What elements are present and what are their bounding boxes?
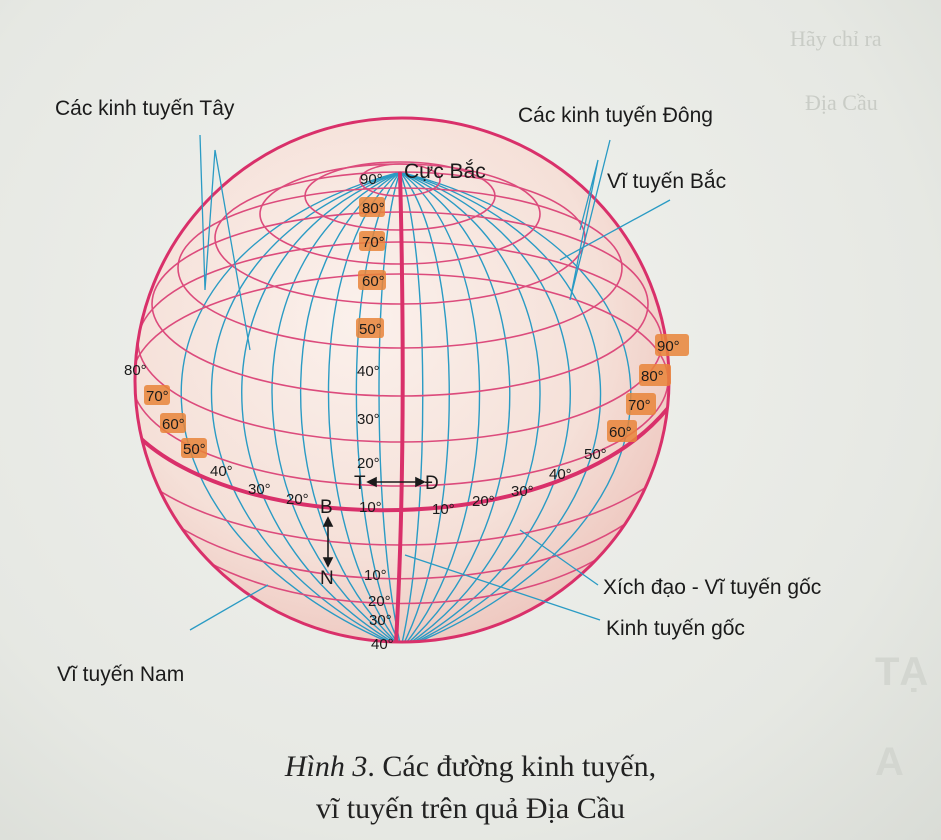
lon-east-30: 30° xyxy=(511,483,534,500)
label-north-parallel: Vĩ tuyến Bắc xyxy=(607,170,726,193)
figure-caption-line1: Hình 3. Các đường kinh tuyến, xyxy=(0,750,941,784)
label-south-parallel: Vĩ tuyến Nam xyxy=(57,663,184,686)
direction-arrows xyxy=(322,476,426,568)
direction-north: B xyxy=(320,497,333,518)
degree-highlights xyxy=(144,197,689,458)
lon-east-50: 50° xyxy=(584,446,607,463)
lon-east-20: 20° xyxy=(472,493,495,510)
lon-west-50: 50° xyxy=(183,441,206,458)
label-east-meridians: Các kinh tuyến Đông xyxy=(518,104,713,127)
lat-north-30: 30° xyxy=(357,411,380,428)
caption-text-2: vĩ tuyến trên quả Địa Cầu xyxy=(315,792,626,825)
background-bleed-heading: A xyxy=(875,740,904,784)
lat-north-50: 50° xyxy=(359,321,382,338)
direction-west: T xyxy=(354,473,366,494)
lon-west-30: 30° xyxy=(248,481,271,498)
lon-west-70: 70° xyxy=(146,388,169,405)
figure-number: Hình 3 xyxy=(284,750,368,783)
lat-north-40: 40° xyxy=(357,363,380,380)
lat-south-10: 10° xyxy=(364,567,387,584)
direction-south: N xyxy=(320,568,334,589)
leader-lines xyxy=(189,134,671,631)
lat-north-60: 60° xyxy=(362,273,385,290)
lat-north-10: 10° xyxy=(359,499,382,516)
lon-east-10: 10° xyxy=(432,501,455,518)
figure-caption-line2: vĩ tuyến trên quả Địa Cầu xyxy=(0,792,941,826)
lat-south-30: 30° xyxy=(369,612,392,629)
background-bleed-text: Địa Cầu xyxy=(805,90,878,115)
background-bleed-heading: TẠ xyxy=(875,650,929,694)
label-prime-meridian: Kinh tuyến gốc xyxy=(606,617,745,640)
label-equator: Xích đạo - Vĩ tuyến gốc xyxy=(603,576,821,599)
background-bleed-text: Hãy chỉ ra xyxy=(790,26,882,51)
lat-north-70: 70° xyxy=(362,234,385,251)
prime-meridian-line xyxy=(394,171,405,642)
lon-east-60: 60° xyxy=(609,424,632,441)
lat-north-80: 80° xyxy=(362,200,385,217)
lon-east-40: 40° xyxy=(549,466,572,483)
label-north-pole: Cực Bắc xyxy=(404,160,486,183)
lon-west-80: 80° xyxy=(124,362,147,379)
lon-west-40: 40° xyxy=(210,463,233,480)
lat-south-40: 40° xyxy=(371,636,394,653)
lon-west-20: 20° xyxy=(286,491,309,508)
lat-north-90: 90° xyxy=(360,171,383,188)
lat-north-20: 20° xyxy=(357,455,380,472)
lon-east-90: 90° xyxy=(657,338,680,355)
lat-south-20: 20° xyxy=(368,593,391,610)
lon-east-70: 70° xyxy=(628,397,651,414)
lon-west-60: 60° xyxy=(162,416,185,433)
direction-east: Đ xyxy=(425,473,439,494)
caption-text-1: . Các đường kinh tuyến, xyxy=(367,750,657,783)
lon-east-80: 80° xyxy=(641,368,664,385)
label-west-meridians: Các kinh tuyến Tây xyxy=(55,97,235,120)
